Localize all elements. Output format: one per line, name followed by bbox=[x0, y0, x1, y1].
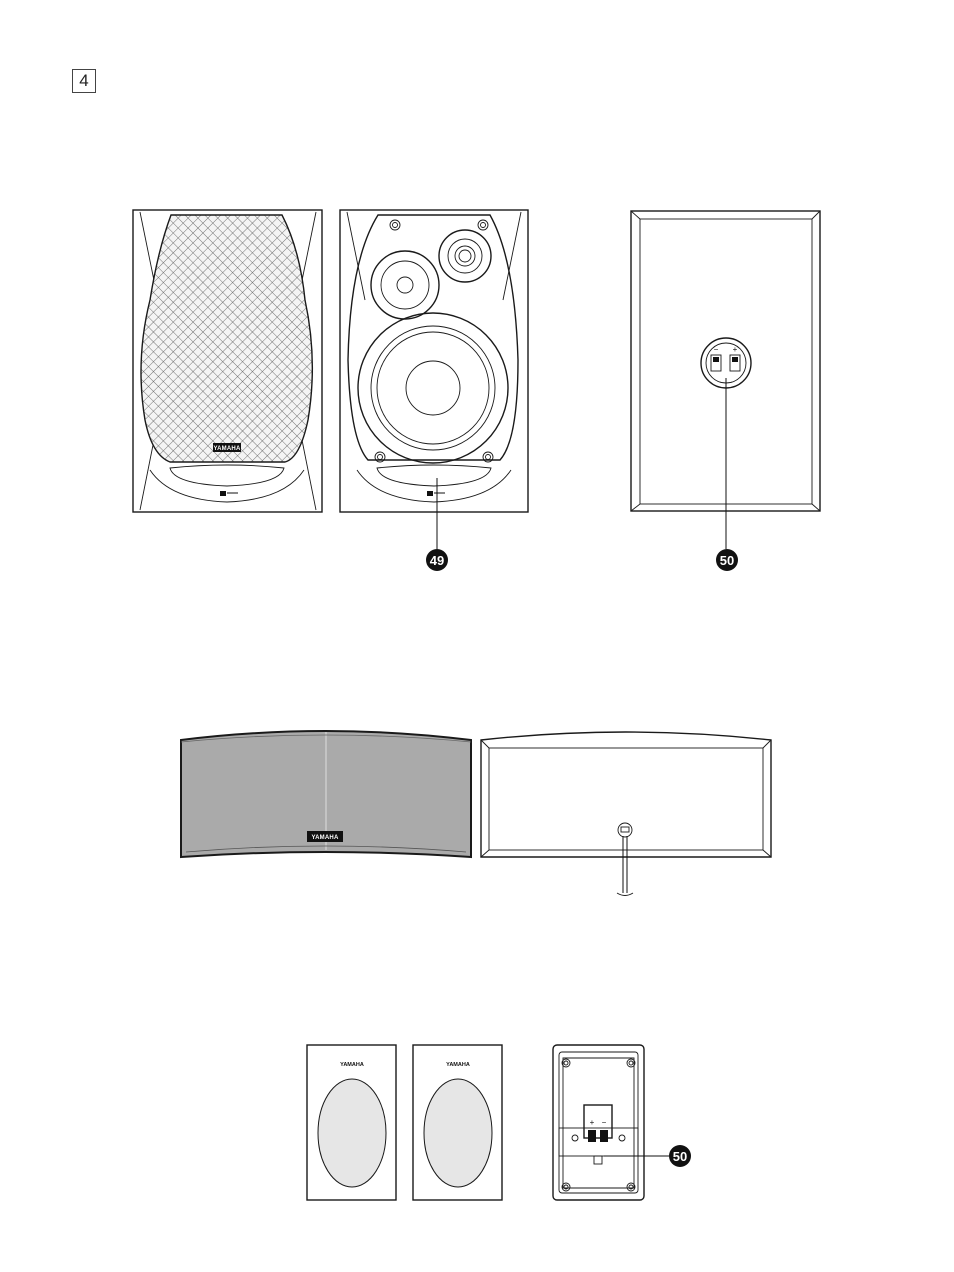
svg-text:50: 50 bbox=[673, 1149, 687, 1164]
callout-49: 49 bbox=[426, 549, 448, 571]
surround-speaker-left-figure: YAMAHA bbox=[307, 1045, 396, 1200]
midrange-driver-icon bbox=[371, 251, 439, 319]
surround-speaker-rear-figure: + − 50 bbox=[553, 1045, 691, 1200]
yamaha-badge-text: YAMAHA bbox=[312, 835, 339, 841]
yamaha-logo-text: YAMAHA bbox=[340, 1062, 364, 1068]
tweeter-icon bbox=[439, 230, 491, 282]
yamaha-logo-text: YAMAHA bbox=[446, 1062, 470, 1068]
svg-text:+: + bbox=[733, 345, 738, 354]
center-speaker-rear-figure bbox=[481, 732, 771, 896]
callout-50: 50 bbox=[716, 549, 738, 571]
svg-text:−: − bbox=[714, 345, 719, 354]
speaker-grille-mesh bbox=[141, 215, 312, 462]
woofer-icon bbox=[358, 313, 508, 463]
front-speaker-drivers-figure: 49 bbox=[340, 210, 528, 571]
svg-text:−: − bbox=[602, 1118, 607, 1127]
surround-speaker-right-figure: YAMAHA bbox=[413, 1045, 502, 1200]
svg-text:+: + bbox=[590, 1118, 595, 1127]
front-speaker-grille-figure: YAMAHA bbox=[133, 210, 322, 512]
yamaha-badge-text: YAMAHA bbox=[214, 446, 241, 452]
svg-text:49: 49 bbox=[430, 553, 444, 568]
svg-text:50: 50 bbox=[720, 553, 734, 568]
front-speaker-rear-figure: − + 50 bbox=[631, 211, 820, 571]
speaker-terminal-icon: + − bbox=[559, 1105, 638, 1164]
callout-50: 50 bbox=[669, 1145, 691, 1167]
speaker-cable-icon bbox=[617, 823, 633, 896]
center-speaker-front-figure: YAMAHA bbox=[181, 731, 471, 857]
